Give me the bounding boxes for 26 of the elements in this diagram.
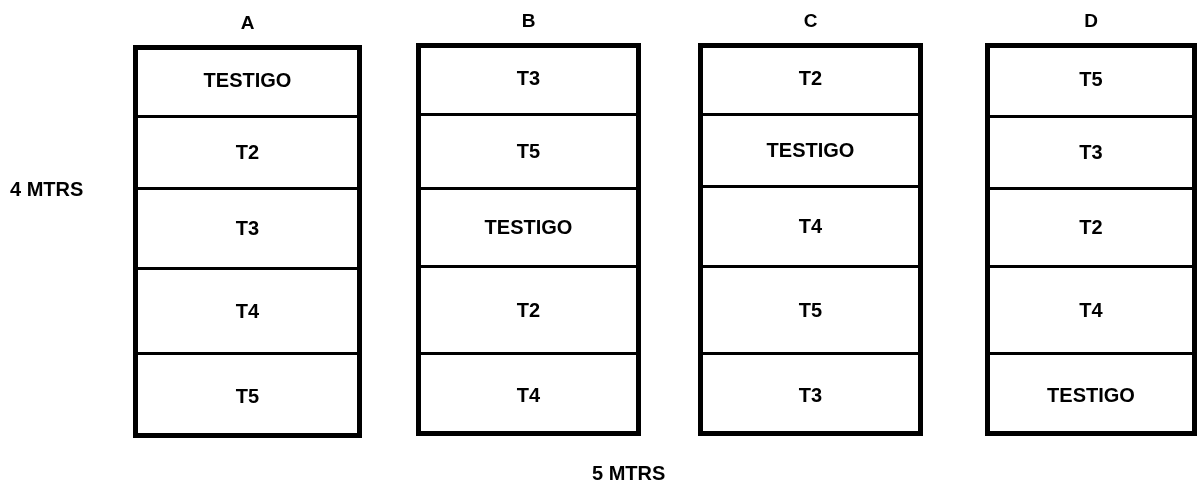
treatment-label: T5 [798, 298, 823, 322]
treatment-label: T4 [235, 299, 260, 323]
treatment-label: T4 [798, 215, 823, 238]
treatment-label: T4 [516, 384, 541, 407]
treatment-label: T3 [1079, 141, 1103, 164]
treatment-label: T3 [516, 66, 541, 90]
column-heading: B [520, 10, 537, 32]
dimension-label: 5 MTRS [592, 462, 666, 485]
treatment-label: T2 [516, 298, 541, 322]
treatment-label: T5 [1079, 67, 1103, 91]
dimension-label: 4 MTRS [10, 178, 84, 201]
treatment-label: T3 [235, 217, 260, 240]
treatment-label: T5 [235, 385, 260, 408]
treatment-label: T4 [1079, 298, 1103, 322]
treatment-label: T2 [798, 66, 823, 90]
treatment-label: T3 [798, 384, 823, 407]
treatment-label: T2 [235, 141, 260, 164]
column-heading: D [1083, 10, 1099, 32]
treatment-label: TESTIGO [1047, 384, 1135, 407]
column-heading: A [239, 12, 256, 34]
treatment-label: TESTIGO [484, 216, 573, 239]
column-heading: C [802, 10, 819, 32]
treatment-label: T5 [516, 140, 541, 163]
treatment-label: TESTIGO [203, 68, 292, 92]
treatment-label: TESTIGO [766, 139, 855, 162]
treatment-label: T2 [1079, 216, 1103, 239]
